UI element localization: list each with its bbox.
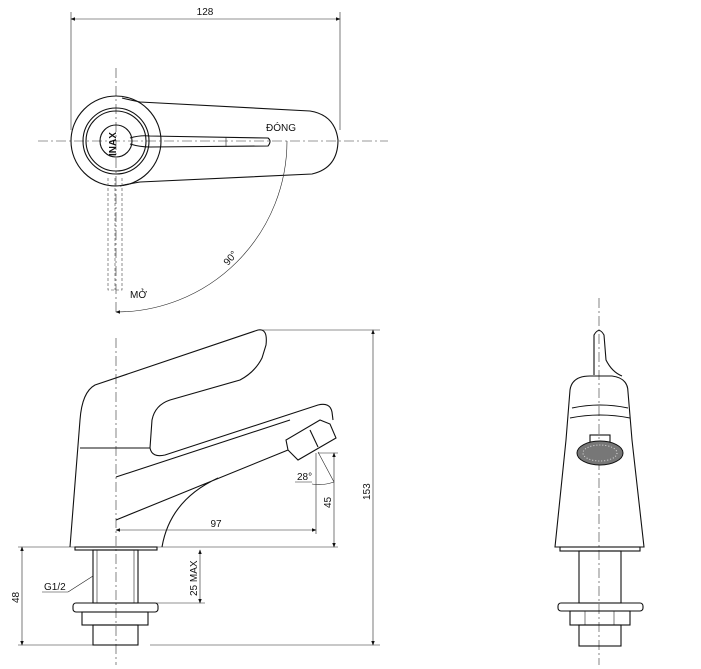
thread-spec: G1/2	[44, 582, 66, 593]
faucet-body-outline	[69, 329, 334, 548]
lock-nut	[81, 611, 149, 626]
top-view: 128 INAX 90° ĐÓNG MỞ	[38, 7, 388, 314]
lever-slot	[129, 135, 271, 148]
rotation-arc	[115, 140, 288, 314]
spout-height-dimension: 45	[323, 496, 334, 508]
label-open: MỞ	[130, 288, 147, 301]
aerator	[285, 419, 337, 461]
base-circle	[70, 95, 162, 187]
rotation-angle: 90°	[222, 249, 240, 268]
width-dimension: 128	[197, 7, 214, 18]
front-body	[554, 375, 645, 548]
open-position-lever	[107, 178, 123, 291]
front-handle	[593, 329, 623, 377]
spout-underside	[115, 449, 289, 548]
handle-outline	[119, 97, 339, 187]
reach-dimension: 97	[210, 519, 222, 530]
label-closed: ĐÓNG	[266, 121, 296, 134]
brand-logo: INAX	[108, 132, 119, 156]
total-height-dimension: 153	[362, 483, 373, 500]
lock-nut-flange	[72, 602, 159, 613]
base-dimension: 48	[11, 591, 22, 603]
deck-thickness-dimension: 25 MAX	[189, 560, 200, 596]
spout-angle: 28°	[297, 472, 312, 483]
threaded-shank	[92, 549, 139, 604]
front-view	[554, 298, 645, 665]
side-view: 97 45 28° 153 48 25 MAX G1/2	[11, 329, 380, 665]
